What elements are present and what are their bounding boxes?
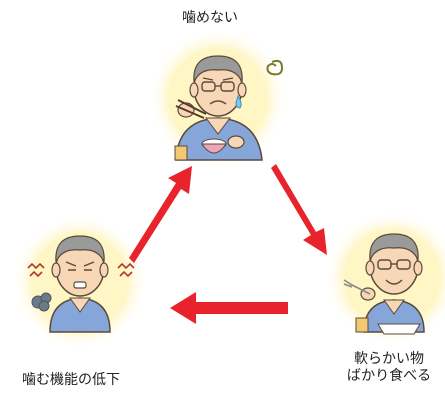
plate-icon [377, 323, 421, 335]
chopsticks-icon [175, 99, 207, 119]
caption-cannot-chew: 噛めない [182, 10, 238, 26]
neck-top [205, 117, 231, 135]
glasses-icon [377, 259, 411, 270]
cup-icon [355, 317, 369, 333]
rice-bowl-icon [201, 138, 227, 154]
figure-top [148, 28, 288, 168]
figure-right [324, 210, 445, 346]
figure-left [12, 214, 148, 350]
pain-mark-icon [27, 262, 135, 278]
cycle-arrow-icon [129, 164, 327, 324]
caption-chewing-decline: 噛む機能の低下 [22, 372, 120, 388]
arrow-right-to-left [170, 292, 288, 324]
glasses-icon [201, 81, 235, 92]
arrow-top-to-right [271, 164, 327, 255]
sweat-drop-icon [235, 94, 242, 109]
breath-puff-icon [31, 292, 52, 312]
caption-soft-food: 軟らかい物 ばかり食べる [330, 351, 445, 385]
dizzy-swirl-icon [266, 59, 284, 76]
cup-icon [174, 145, 188, 161]
arrow-left-to-top [129, 166, 192, 263]
fork-icon [343, 279, 371, 295]
caption-soft-food-line1: 軟らかい物 [354, 351, 424, 367]
hair-top [193, 55, 243, 83]
caption-soft-food-line2: ばかり食べる [346, 368, 432, 384]
